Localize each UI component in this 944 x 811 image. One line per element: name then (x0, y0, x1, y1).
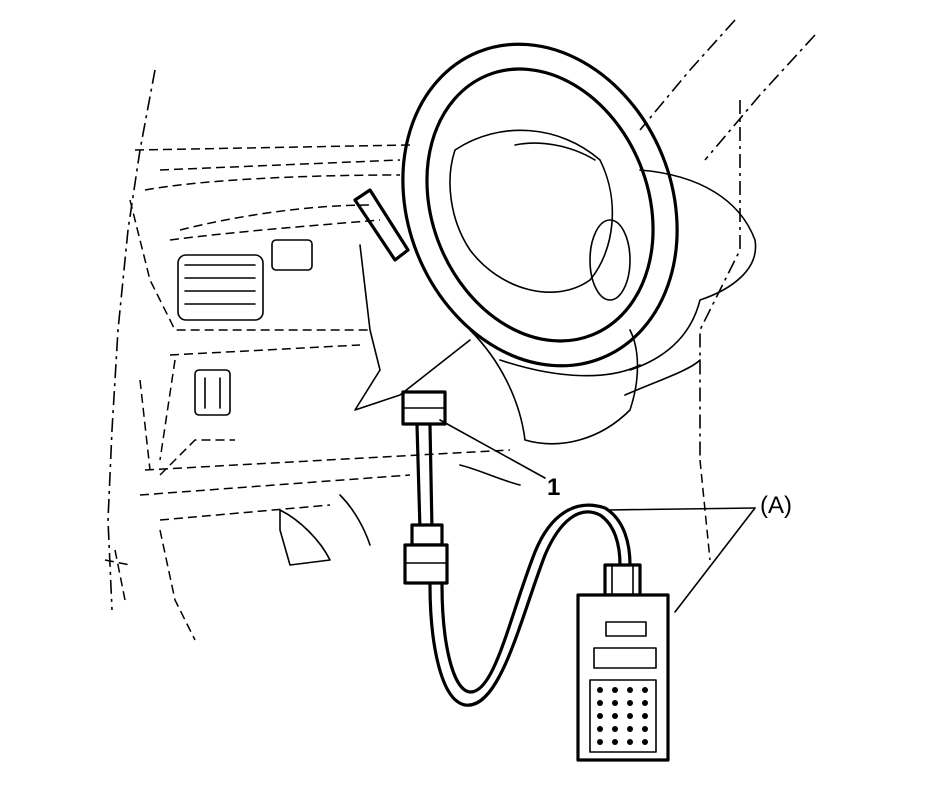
scan-tool (576, 563, 670, 762)
keypad-key (612, 687, 618, 693)
lower-switch-panel (159, 369, 235, 476)
keypad-key (597, 700, 603, 706)
keypad-key (612, 739, 618, 745)
keypad-key (597, 726, 603, 732)
steering-wheel (401, 42, 679, 368)
keypad-key (627, 687, 633, 693)
keypad-frame (589, 679, 657, 753)
diagnostic-connector (401, 390, 447, 426)
cable-adapter (403, 523, 449, 585)
keypad-key (612, 713, 618, 719)
knee-panel (354, 244, 471, 411)
callout-a-label: (A) (760, 492, 792, 519)
dashboard-panel (129, 144, 511, 521)
keypad-key (597, 739, 603, 745)
keypad-key (627, 739, 633, 745)
scan-tool-keypad (589, 679, 657, 753)
callout-a-leader (606, 507, 756, 613)
windshield-outline (107, 19, 816, 611)
keypad-key (627, 726, 633, 732)
keypad-key (612, 726, 618, 732)
keypad-key (597, 713, 603, 719)
pedal-area (104, 459, 711, 641)
keypad-key (612, 700, 618, 706)
combination-switch-lever (353, 188, 410, 262)
scan-tool-cable (428, 503, 632, 707)
keypad-key (642, 700, 648, 706)
air-vent (177, 239, 313, 321)
keypad-key (642, 687, 648, 693)
keypad-key (627, 713, 633, 719)
connector-cable (415, 423, 434, 532)
keypad-key (627, 700, 633, 706)
callout-1-label: 1 (547, 474, 560, 501)
steering-column (469, 169, 757, 445)
callout-1-leader (439, 419, 546, 479)
keypad-key (597, 687, 603, 693)
keypad-key (642, 713, 648, 719)
keypad-key (642, 726, 648, 732)
keypad-key (642, 739, 648, 745)
